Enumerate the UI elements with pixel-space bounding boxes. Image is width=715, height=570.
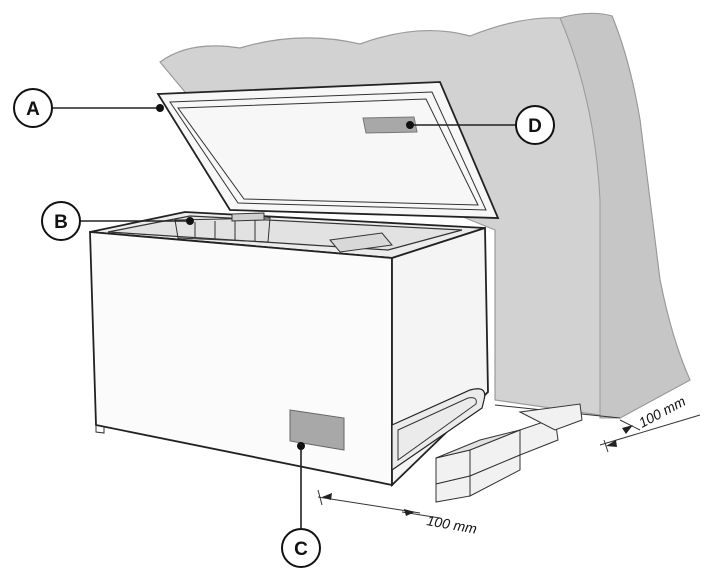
spacer-blocks xyxy=(435,403,583,503)
callout-a-circle xyxy=(13,88,53,128)
wire-basket xyxy=(174,217,271,243)
clearance-label-front: 100 mm xyxy=(425,512,478,537)
cabinet-foot xyxy=(95,425,105,434)
lid-inner xyxy=(169,91,487,211)
rating-plate xyxy=(289,409,345,451)
callout-a-label: A xyxy=(26,99,40,120)
callout-b-dot xyxy=(186,217,194,225)
basket-handle xyxy=(231,212,265,222)
compressor-step xyxy=(329,232,393,253)
callout-c-circle xyxy=(281,528,321,568)
callout-b-circle xyxy=(41,201,81,241)
callout-b-label: B xyxy=(54,212,68,233)
callout-d-dot xyxy=(406,121,414,129)
lid-label-plate xyxy=(362,116,418,134)
dimension-side xyxy=(599,414,701,453)
callout-a-dot xyxy=(156,104,164,112)
side-vent xyxy=(391,388,486,472)
lid-gasket xyxy=(177,98,479,206)
wall-side xyxy=(559,12,691,419)
cabinet-front xyxy=(89,231,393,487)
lid xyxy=(156,81,500,219)
callout-c-label: C xyxy=(294,539,308,560)
callout-d-label: D xyxy=(528,116,542,137)
callout-d-circle xyxy=(515,105,555,145)
side-vent-inner xyxy=(397,397,477,461)
dimension-bottom xyxy=(317,489,441,519)
callout-c-dot xyxy=(297,442,305,450)
